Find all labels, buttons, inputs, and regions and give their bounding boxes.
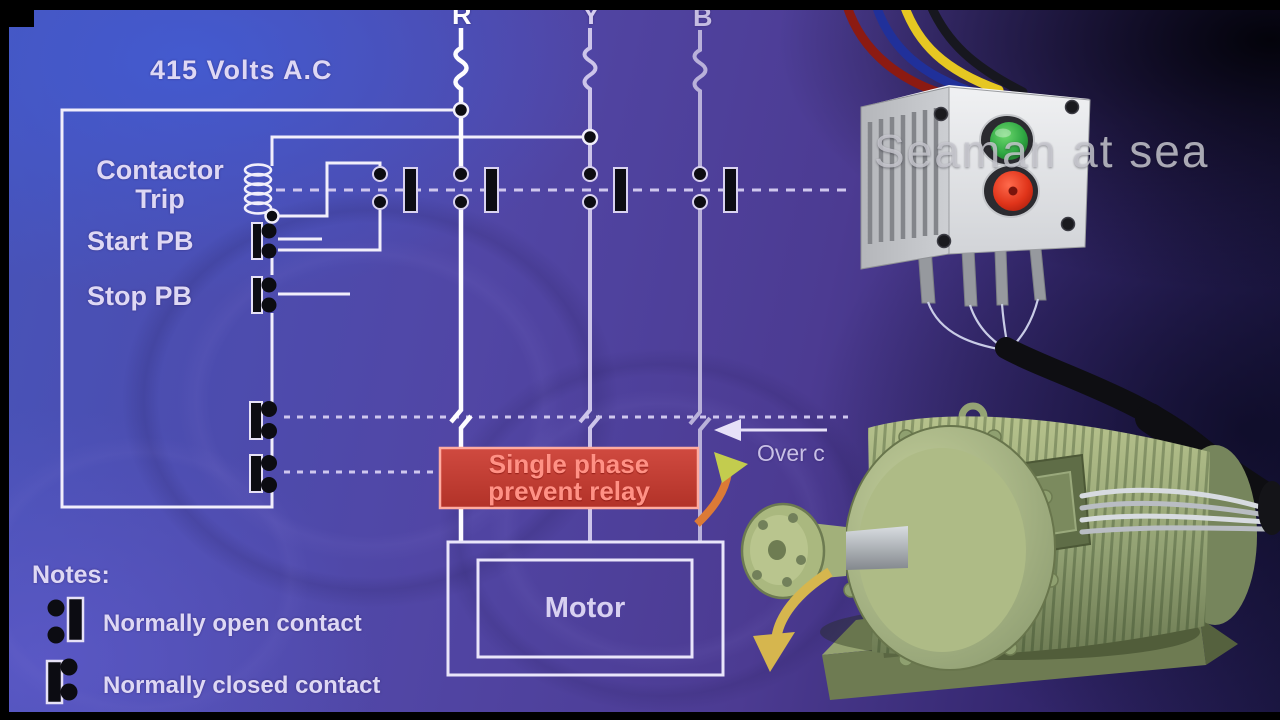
- contactor-coil: [243, 163, 273, 215]
- relay-box-line2: prevent relay: [488, 476, 650, 506]
- motor-base-edge: [1200, 618, 1238, 665]
- motor-3d: [740, 402, 1280, 700]
- breaker-squiggle-b: [692, 30, 708, 167]
- relay-pointer-arrow: [694, 452, 748, 527]
- motor-lead-wires: [1079, 487, 1269, 535]
- main-contacts-row: [372, 166, 738, 213]
- over-current-arrow: [714, 419, 827, 441]
- watermark: Seaman at sea: [874, 125, 1210, 177]
- main-contact-b: [692, 166, 738, 213]
- terminal-leads: [926, 298, 1040, 352]
- contactor-label-line1: Contactor: [96, 155, 224, 185]
- start-pb-contact: [251, 222, 277, 260]
- button-highlight: [995, 128, 1011, 138]
- contactor-label-line2: Trip: [135, 184, 185, 215]
- terminal-prongs: [917, 247, 1047, 307]
- cable-gland: [1258, 481, 1280, 535]
- top-black-bar: [0, 0, 1280, 10]
- phase-lines: [449, 28, 712, 542]
- motor-front-disc: [858, 448, 1026, 652]
- normally-closed-symbol: [45, 658, 78, 705]
- main-contact-y: [582, 166, 628, 213]
- contactor-label: Contactor Trip: [85, 155, 235, 215]
- vent-slots: [867, 108, 939, 244]
- pushbutton-station: [842, 0, 1091, 352]
- stop-pb-contact: [251, 276, 277, 314]
- aux-holding-contact: [372, 166, 418, 213]
- start-button-green: [979, 114, 1035, 166]
- relay-actuator-dashed-lines: [284, 415, 848, 474]
- main-contact-r: [453, 166, 499, 213]
- holding-loop-wire: [272, 161, 382, 218]
- over-current-label: Over c: [757, 440, 825, 466]
- motor-shaft: [842, 526, 908, 570]
- relay-box-line1: Single phase: [488, 448, 650, 479]
- stop-pb-label: Stop PB: [87, 281, 192, 311]
- coupling-flange: [740, 502, 826, 600]
- stop-button-red: [982, 164, 1040, 218]
- single-phase-prevent-relay-box: [438, 446, 700, 510]
- phase-line-b: [688, 30, 712, 542]
- black-wire: [926, 1, 1028, 97]
- motor-box: [446, 540, 725, 677]
- relay-box-label: Single phase prevent relay: [440, 448, 698, 508]
- motor-label: Motor: [544, 592, 626, 624]
- normally-closed-label: Normally closed contact: [103, 672, 381, 699]
- spp-relay-contact-2: [249, 454, 277, 493]
- button-marking: [1008, 186, 1018, 196]
- notes-title: Notes:: [32, 561, 110, 589]
- bottom-black-bar: [0, 712, 1280, 720]
- breaker-squiggle-r: [453, 28, 469, 167]
- rotation-arrow: [753, 567, 833, 672]
- control-circuit-box: [60, 108, 461, 509]
- control-circuit-wiring: [60, 108, 590, 509]
- control-branch-to-y: [270, 135, 590, 166]
- breaker-squiggle-y: [582, 28, 598, 167]
- normally-open-label: Normally open contact: [103, 610, 362, 637]
- normally-open-symbol: [47, 596, 85, 644]
- junction-dots: [264, 101, 599, 224]
- yellow-wire: [899, 0, 1004, 95]
- start-pb-label: Start PB: [87, 226, 194, 256]
- voltage-label: 415 Volts A.C: [150, 55, 333, 85]
- spp-relay-contact-1: [249, 401, 277, 440]
- corner-screws: [933, 99, 1080, 249]
- supply-wires: [842, 0, 1028, 102]
- left-black-bar: [0, 0, 9, 720]
